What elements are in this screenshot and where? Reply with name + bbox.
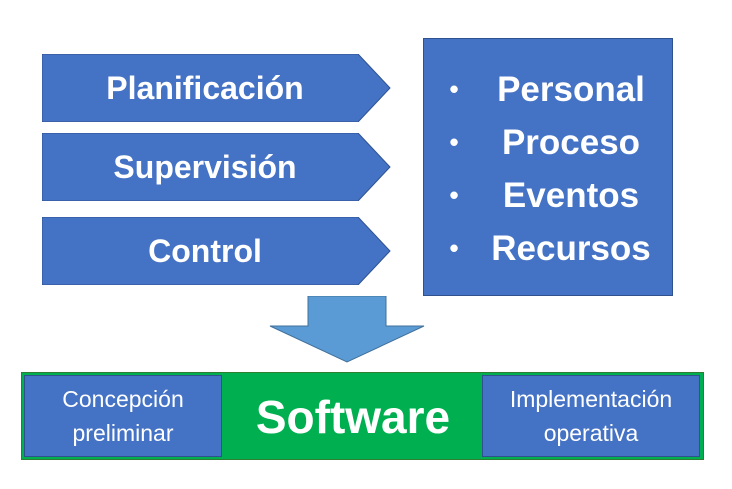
side-label-line: operativa [543,420,639,446]
down-arrow-icon [269,296,425,363]
aspect-item-personal: • Personal [424,63,672,116]
aspects-list: • Personal • Proceso • Eventos • Recurso… [424,63,672,275]
pentagon-arrow-shape [42,133,391,201]
side-label-line: preliminar [72,420,174,446]
aspect-label: Personal [497,69,645,109]
aspect-item-recursos: • Recursos [424,222,672,275]
bullet-icon: • [449,180,459,210]
bullet-icon: • [449,74,459,104]
software-band: Concepción preliminar Software Implement… [21,372,704,460]
stage-arrow-planificacion: Planificación [42,54,392,122]
pentagon-arrow-shape [42,217,391,285]
preliminary-concept-box: Concepción preliminar [24,375,222,457]
bullet-icon: • [449,233,459,263]
aspect-label: Proceso [501,122,641,162]
stage-arrow-control: Control [42,217,392,285]
operational-implementation-box: Implementación operativa [482,375,700,457]
pentagon-arrow-shape [42,54,391,122]
aspects-box: • Personal • Proceso • Eventos • Recurso… [423,38,673,296]
aspect-item-proceso: • Proceso [424,116,672,169]
stage-label: Planificación [106,69,304,106]
stage-label: Control [148,232,262,269]
bullet-icon: • [449,127,459,157]
stage-arrow-supervision: Supervisión [42,133,392,201]
software-title: Software [255,391,451,443]
stage-label: Supervisión [113,148,297,185]
side-label-line: Concepción [62,386,184,412]
aspect-label: Recursos [491,228,651,268]
aspect-item-eventos: • Eventos [424,169,672,222]
side-label-line: Implementación [509,386,673,412]
aspect-label: Eventos [502,175,640,215]
